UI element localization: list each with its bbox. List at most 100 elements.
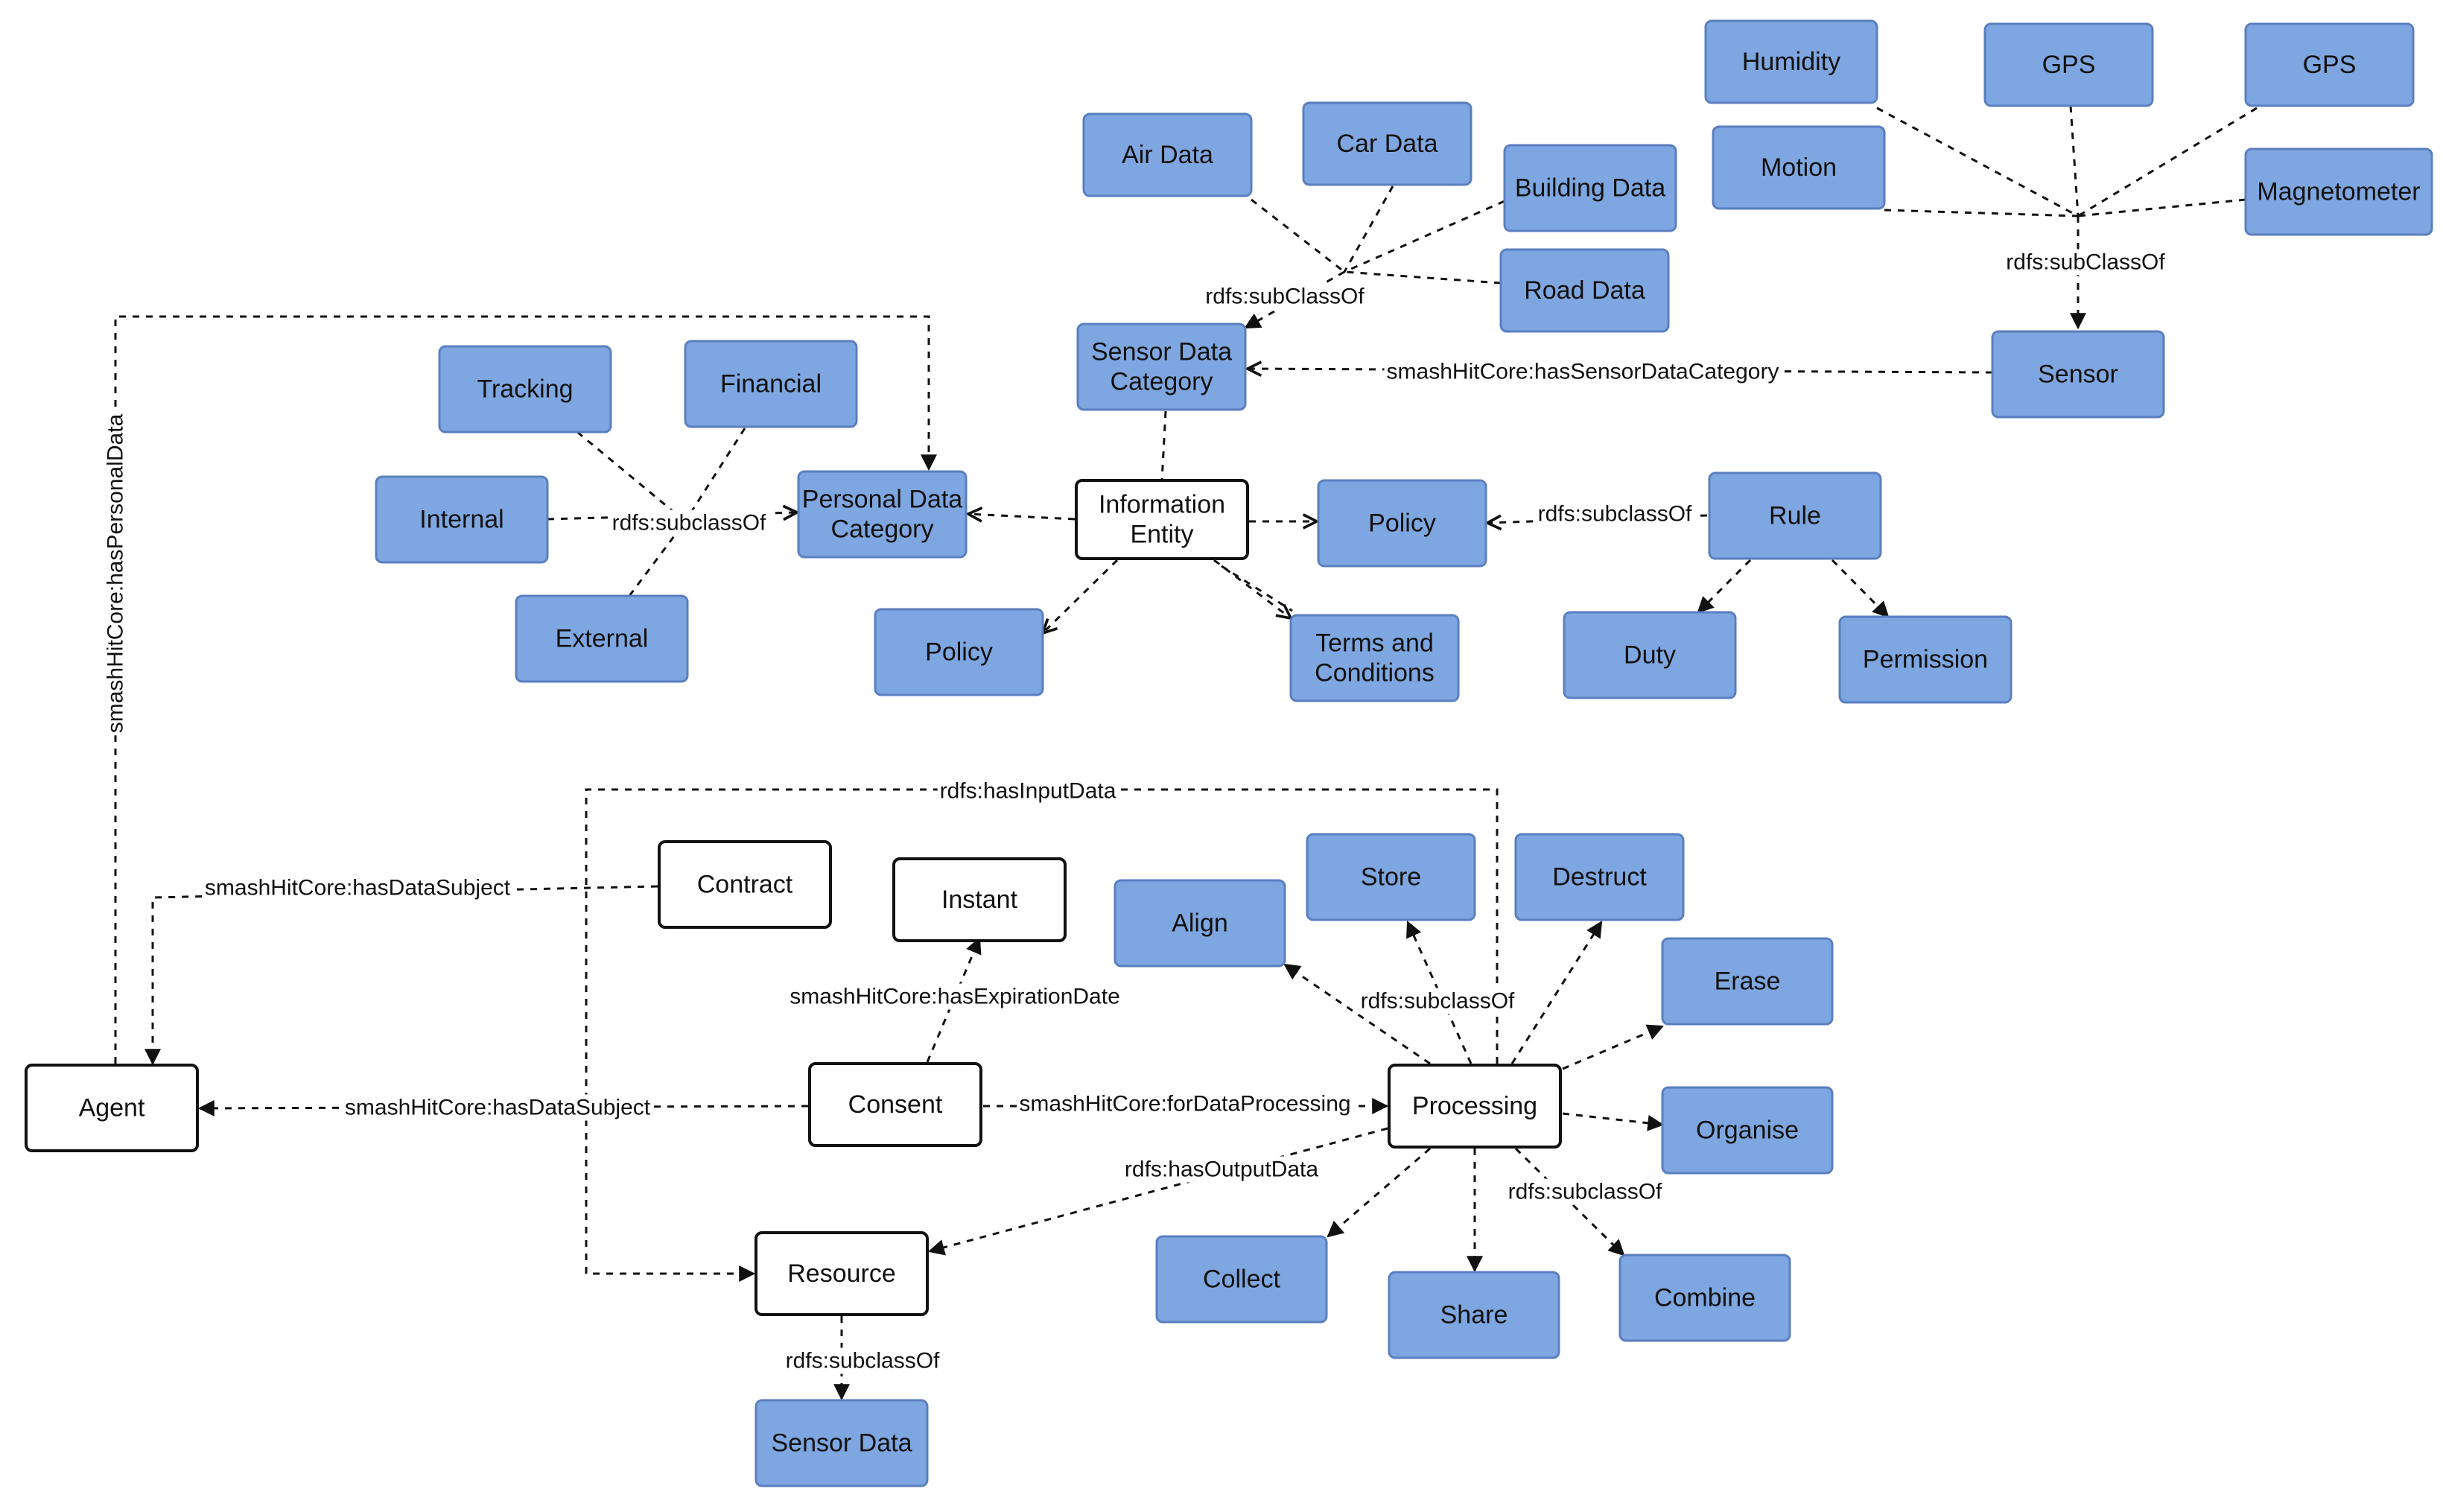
node-permission[interactable]: Permission	[1838, 615, 2012, 704]
node-consent[interactable]: Consent	[808, 1062, 982, 1147]
node-external[interactable]: External	[515, 594, 689, 683]
node-combine[interactable]: Combine	[1618, 1254, 1791, 1342]
edge-agent-haspersonaldata	[114, 315, 937, 1064]
edge-humidity-sensor	[1876, 107, 2079, 217]
edge-infoentity-terms-2	[1221, 565, 1293, 612]
svg-text:smashHitCore:hasSensorDataCate: smashHitCore:hasSensorDataCategory	[1387, 360, 1779, 384]
node-sensor[interactable]: Sensor	[1991, 330, 2165, 419]
node-tracking[interactable]: Tracking	[438, 345, 612, 433]
node-gps2[interactable]: GPS	[2244, 22, 2415, 107]
node-contract[interactable]: Contract	[658, 840, 832, 929]
node-sensor-data-category[interactable]: Sensor DataCategory	[1076, 323, 1247, 411]
node-gps1[interactable]: GPS	[1983, 22, 2154, 107]
node-policy-left[interactable]: Policy	[874, 608, 1044, 696]
node-label: Humidity	[1742, 48, 1840, 76]
edge-infoentity-policyleft	[1043, 559, 1119, 633]
edge-gps2-sensor	[2077, 107, 2258, 217]
node-store[interactable]: Store	[1306, 833, 1476, 921]
node-label: Motion	[1761, 153, 1837, 182]
edge-financial-personal	[684, 428, 746, 522]
node-policy-right[interactable]: Policy	[1317, 479, 1487, 568]
svg-text:smashHitCore:hasDataSubject: smashHitCore:hasDataSubject	[205, 876, 511, 900]
node-label: Agent	[79, 1094, 145, 1122]
node-resource[interactable]: Resource	[754, 1231, 929, 1316]
node-label: Collect	[1203, 1265, 1280, 1294]
svg-text:smashHitCore:hasExpirationDate: smashHitCore:hasExpirationDate	[790, 985, 1120, 1009]
svg-text:rdfs:subclassOf: rdfs:subclassOf	[1508, 1180, 1662, 1204]
node-financial[interactable]: Financial	[684, 340, 858, 428]
node-air-data[interactable]: Air Data	[1082, 112, 1253, 197]
node-label: Financial	[720, 370, 822, 398]
node-rule[interactable]: Rule	[1708, 471, 1882, 560]
edge-gps1-sensor	[2069, 105, 2080, 217]
edge-label-processing-subclass-top: rdfs:subclassOf	[1358, 988, 1518, 1014]
node-label: Air Data	[1122, 141, 1213, 169]
edge-processing-erase	[1562, 1024, 1665, 1070]
node-collect[interactable]: Collect	[1155, 1235, 1328, 1324]
node-label: External	[556, 625, 649, 653]
edge-sensor-sensordatacat	[1248, 369, 1993, 372]
node-organise[interactable]: Organise	[1661, 1086, 1834, 1175]
edge-processing-align	[1283, 963, 1431, 1065]
node-duty[interactable]: Duty	[1563, 611, 1737, 699]
edge-label-contract-has-data-subject: smashHitCore:hasDataSubject	[202, 874, 513, 901]
edge-processing-resource	[927, 1127, 1388, 1256]
node-destruct[interactable]: Destruct	[1514, 833, 1685, 921]
edge-processing-combine	[1514, 1147, 1625, 1257]
node-sensor-data[interactable]: Sensor Data	[754, 1399, 929, 1487]
edge-label-resource-subclass: rdfs:subclassOf	[783, 1347, 943, 1374]
edge-label-has-output-data: rdfs:hasOutputData	[1122, 1156, 1321, 1183]
svg-text:rdfs:subClassOf: rdfs:subClassOf	[1205, 285, 1365, 309]
svg-text:rdfs:hasOutputData: rdfs:hasOutputData	[1125, 1157, 1318, 1182]
node-label: Car Data	[1336, 130, 1437, 158]
svg-text:rdfs:subclassOf: rdfs:subclassOf	[1361, 989, 1515, 1014]
edge-airdata-sensordatacat	[1251, 198, 1345, 273]
svg-text:rdfs:subClassOf: rdfs:subClassOf	[2006, 250, 2165, 275]
node-label: Magnetometer	[2257, 178, 2420, 206]
edge-processing-organise	[1562, 1112, 1665, 1131]
node-label: Instant	[941, 886, 1018, 914]
node-label: Align	[1172, 909, 1228, 938]
node-personal-data-category[interactable]: Personal DataCategory	[797, 470, 968, 559]
node-erase[interactable]: Erase	[1661, 937, 1834, 1026]
node-label: Store	[1361, 863, 1421, 892]
edge-label-has-personal-data: smashHitCore:hasPersonalData	[102, 411, 129, 736]
svg-text:rdfs:subclassOf: rdfs:subclassOf	[1538, 502, 1692, 527]
edge-label-has-sensor-data-category: smashHitCore:hasSensorDataCategory	[1384, 358, 1782, 385]
node-label: Sensor Data	[772, 1429, 912, 1458]
node-processing[interactable]: Processing	[1388, 1064, 1562, 1149]
edge-label-consent-has-data-subject: smashHitCore:hasDataSubject	[342, 1094, 653, 1121]
node-building-data[interactable]: Building Data	[1503, 144, 1677, 232]
node-magnetometer[interactable]: Magnetometer	[2244, 147, 2433, 236]
node-label: Policy	[925, 638, 993, 667]
edge-cardata-sensordatacat	[1343, 185, 1394, 273]
svg-text:rdfs:subclassOf: rdfs:subclassOf	[786, 1349, 940, 1373]
node-instant[interactable]: Instant	[892, 857, 1067, 942]
node-motion[interactable]: Motion	[1712, 125, 1886, 210]
node-label: Sensor	[2038, 360, 2118, 389]
svg-text:smashHitCore:forDataProcessing: smashHitCore:forDataProcessing	[1019, 1092, 1350, 1116]
node-internal[interactable]: Internal	[375, 475, 549, 564]
edge-infoentity-personal	[968, 514, 1076, 519]
node-humidity[interactable]: Humidity	[1704, 19, 1878, 104]
node-share[interactable]: Share	[1388, 1271, 1560, 1359]
node-label: GPS	[2303, 51, 2357, 79]
node-agent[interactable]: Agent	[25, 1064, 199, 1152]
edge-roaddata-sensordatacat	[1344, 270, 1502, 285]
svg-text:smashHitCore:hasPersonalData: smashHitCore:hasPersonalData	[104, 413, 128, 733]
node-align[interactable]: Align	[1114, 879, 1286, 968]
edge-rule-duty	[1697, 559, 1752, 614]
node-label: Entity	[1130, 521, 1193, 549]
node-label: Rule	[1769, 502, 1821, 530]
edge-processing-collect	[1327, 1147, 1431, 1238]
node-car-data[interactable]: Car Data	[1302, 101, 1473, 186]
node-label: Personal Data	[802, 486, 963, 514]
edge-external-personal	[628, 521, 687, 597]
edge-tracking-personal	[576, 431, 686, 523]
node-road-data[interactable]: Road Data	[1499, 248, 1670, 333]
edge-label-rule-subclass: rdfs:subclassOf	[1535, 501, 1695, 527]
